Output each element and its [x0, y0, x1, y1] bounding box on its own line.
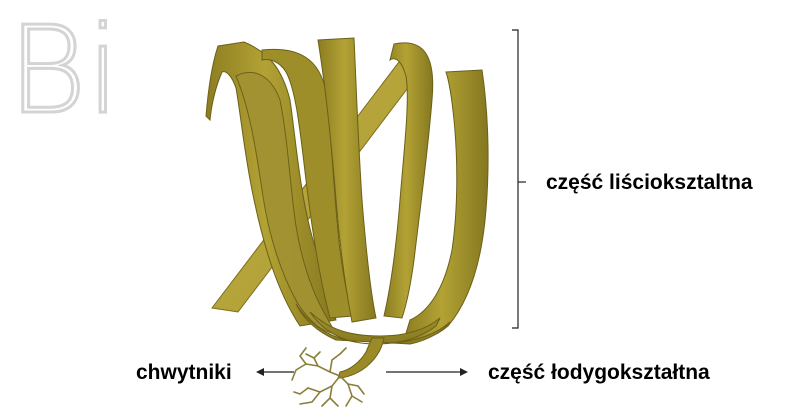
blade-bracket [512, 30, 518, 328]
stipe [338, 338, 384, 378]
stipe-label: część łodygokształtna [488, 362, 710, 383]
stipe-arrow-head [460, 368, 468, 376]
holdfast-label: chwytniki [136, 362, 232, 383]
blade-label: część liścioksztaltna [546, 172, 753, 193]
holdfast [292, 348, 364, 406]
holdfast-arrow-head [256, 368, 264, 376]
